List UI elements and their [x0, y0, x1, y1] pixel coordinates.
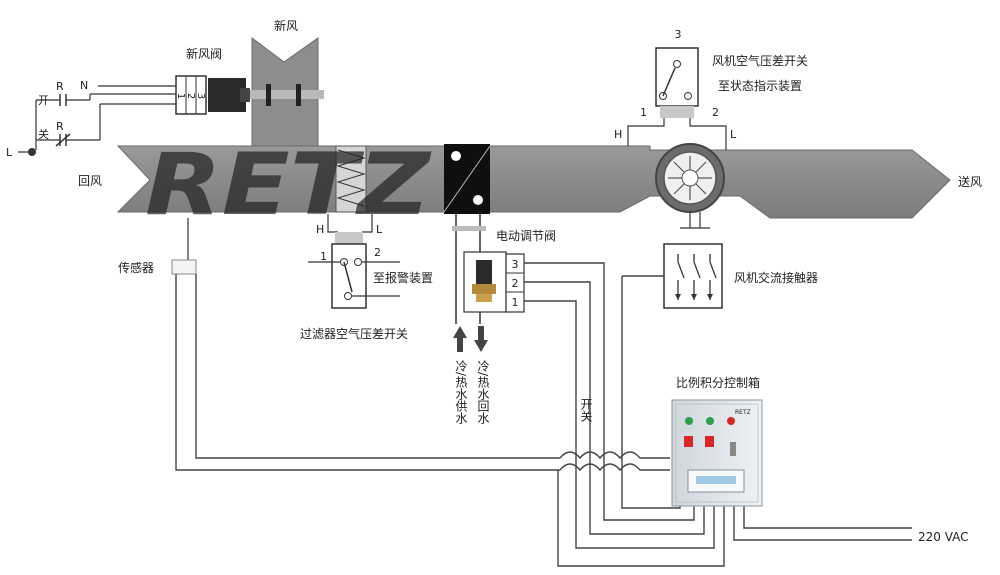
open-close-label: 开关 [579, 398, 593, 422]
filter-switch-2: 2 [374, 246, 381, 259]
sensor-label: 传感器 [118, 260, 154, 275]
status-device-label: 至状态指示装置 [718, 78, 802, 93]
green-indicator-1 [685, 417, 693, 425]
r-top-label: R [56, 80, 64, 93]
r-bottom-label: R [56, 120, 64, 133]
close-label: 关 [38, 127, 49, 141]
valve-terminal-2: 2 [512, 277, 519, 290]
watermark: RETZ [145, 135, 432, 235]
fan-pressure-switch [627, 47, 727, 150]
fan-switch-3: 3 [675, 28, 682, 41]
heat-exchange-coil [443, 144, 491, 214]
alarm-device-label: 至报警装置 [373, 270, 433, 285]
fresh-air-damper [246, 90, 324, 99]
damper-terminal-1: 1 [175, 93, 186, 99]
filter-switch-1: 1 [320, 250, 327, 263]
open-contact [59, 94, 67, 106]
return-air-label: 回风 [78, 174, 102, 188]
l-label: L [6, 146, 13, 159]
switch-2 [705, 436, 714, 447]
fresh-air-label: 新风 [274, 18, 298, 33]
fan-contactor [663, 212, 723, 309]
fan-switch-2: 2 [712, 106, 719, 119]
box-brand: RETZ [735, 409, 751, 416]
red-indicator [727, 417, 735, 425]
damper-actuator [208, 78, 246, 112]
damper-terminal-block [175, 75, 207, 115]
filter-switch-h: H [316, 223, 324, 236]
fan-pressure-switch-label: 风机空气压差开关 [712, 53, 808, 68]
filter-pressure-switch [308, 214, 400, 309]
cold-hot-return-label: 冷/热水回水 [476, 360, 490, 424]
damper-blade-1 [266, 84, 271, 106]
green-indicator-2 [706, 417, 714, 425]
damper-terminal-2: 2 [185, 93, 196, 99]
damper-terminal-3: 3 [195, 93, 206, 99]
control-wiring [175, 262, 912, 567]
valve-terminal-3: 3 [512, 258, 519, 271]
filter [335, 145, 367, 213]
cold-hot-supply-label: 冷/热水供水 [454, 360, 468, 424]
damper-motor-shaft [240, 88, 250, 102]
fresh-air-valve-label: 新风阀 [186, 46, 222, 61]
damper-blade-2 [296, 84, 301, 106]
pi-control-box-label: 比例积分控制箱 [676, 375, 760, 390]
vac-label: 220 VAC [918, 530, 969, 544]
supply-air-label: 送风 [958, 174, 982, 189]
fan-switch-h: H [614, 128, 622, 141]
switch-1 [684, 436, 693, 447]
open-label: 开 [38, 94, 49, 107]
common-node [28, 148, 36, 156]
n-label: N [80, 79, 88, 92]
pi-control-box [671, 399, 763, 507]
fan-switch-1: 1 [640, 106, 647, 119]
electric-valve-label: 电动调节阀 [496, 229, 556, 243]
supply-fan [655, 143, 725, 213]
water-return-arrow [474, 326, 488, 352]
fan-switch-l: L [730, 128, 737, 141]
close-contact [55, 133, 71, 147]
filter-switch-label: 过滤器空气压差开关 [300, 326, 408, 341]
selector [730, 442, 736, 456]
electric-valve [452, 214, 525, 324]
valve-terminal-1: 1 [512, 296, 519, 309]
filter-switch-l: L [376, 223, 383, 236]
fan-contactor-label: 风机交流接触器 [734, 270, 818, 285]
sensor-body [171, 259, 197, 275]
power-feed-wiring [18, 85, 176, 153]
water-supply-arrow [453, 326, 467, 352]
